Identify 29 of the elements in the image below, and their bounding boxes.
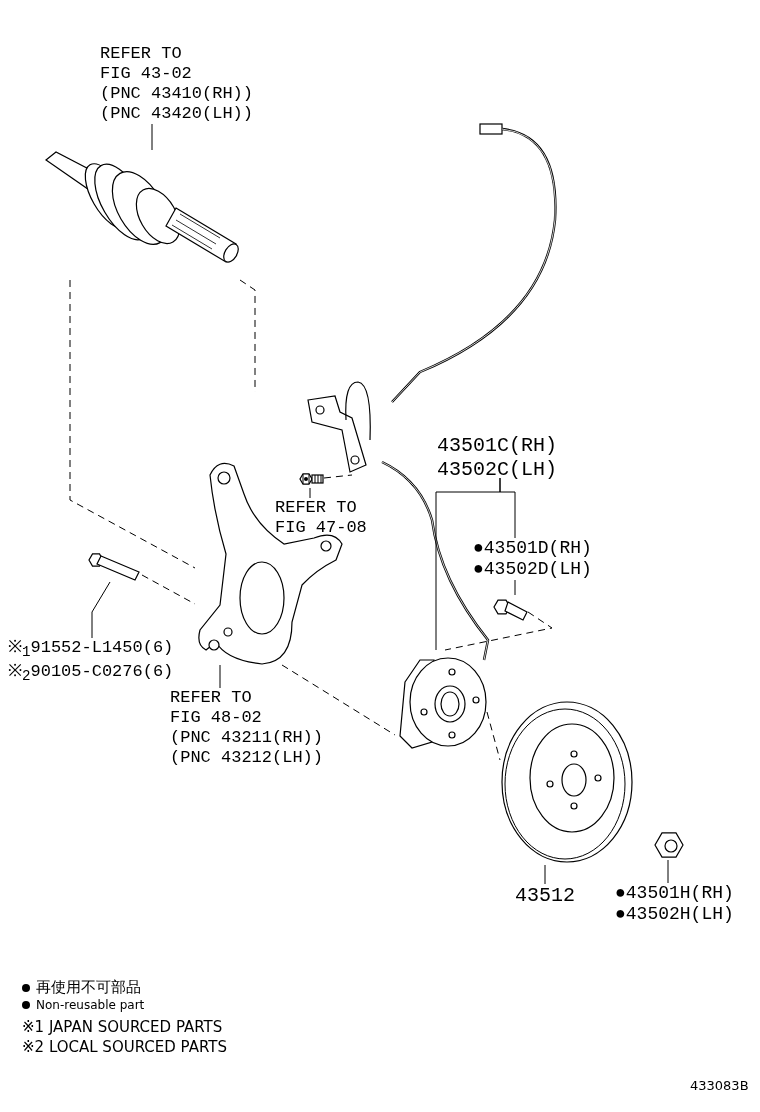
brake-disc-drawing bbox=[500, 700, 635, 865]
leader-line bbox=[499, 477, 516, 539]
assembly-line bbox=[323, 474, 353, 479]
footnote: ※2 LOCAL SOURCED PARTS bbox=[22, 1038, 227, 1056]
legend-text: Non-reusable part bbox=[36, 998, 145, 1012]
part-number: 43512 bbox=[515, 884, 575, 908]
assembly-line bbox=[69, 279, 256, 569]
leader-line bbox=[219, 664, 221, 689]
part-number: ※$_{1}$91552-L1450(6) ※$_{2}$90105-C0276(6) bbox=[8, 638, 174, 687]
reference-note: REFER TO FIG 48-02 (PNC 43211(RH)) (PNC 43212(LH)) bbox=[170, 688, 324, 768]
part-number: ●43501H(RH) ●43502H(LH) bbox=[615, 883, 734, 925]
leader-line bbox=[151, 123, 153, 151]
part-number: 43501C(RH) 43502C(LH) bbox=[437, 434, 558, 482]
part-number: ●43501D(RH) ●43502D(LH) bbox=[473, 538, 592, 580]
legend-text: 再使用不可部品 bbox=[36, 978, 141, 997]
reference-note: REFER TO FIG 43-02 (PNC 43410(RH)) (PNC 43420(LH)) bbox=[100, 44, 254, 124]
assembly-line bbox=[281, 664, 396, 736]
assembly-line bbox=[444, 611, 553, 651]
figure-number: 433083B bbox=[690, 1078, 749, 1093]
bolt-drawing bbox=[298, 470, 324, 488]
hub-nut-drawing bbox=[652, 830, 686, 860]
leader-line bbox=[544, 864, 546, 885]
leader-line bbox=[309, 487, 311, 499]
leader-line bbox=[91, 581, 111, 639]
reference-note: REFER TO FIG 47-08 bbox=[275, 498, 367, 538]
assembly-line bbox=[486, 711, 501, 761]
footnote: ※1 JAPAN SOURCED PARTS bbox=[22, 1018, 223, 1036]
leader-line bbox=[514, 579, 516, 596]
leader-line bbox=[667, 859, 669, 884]
